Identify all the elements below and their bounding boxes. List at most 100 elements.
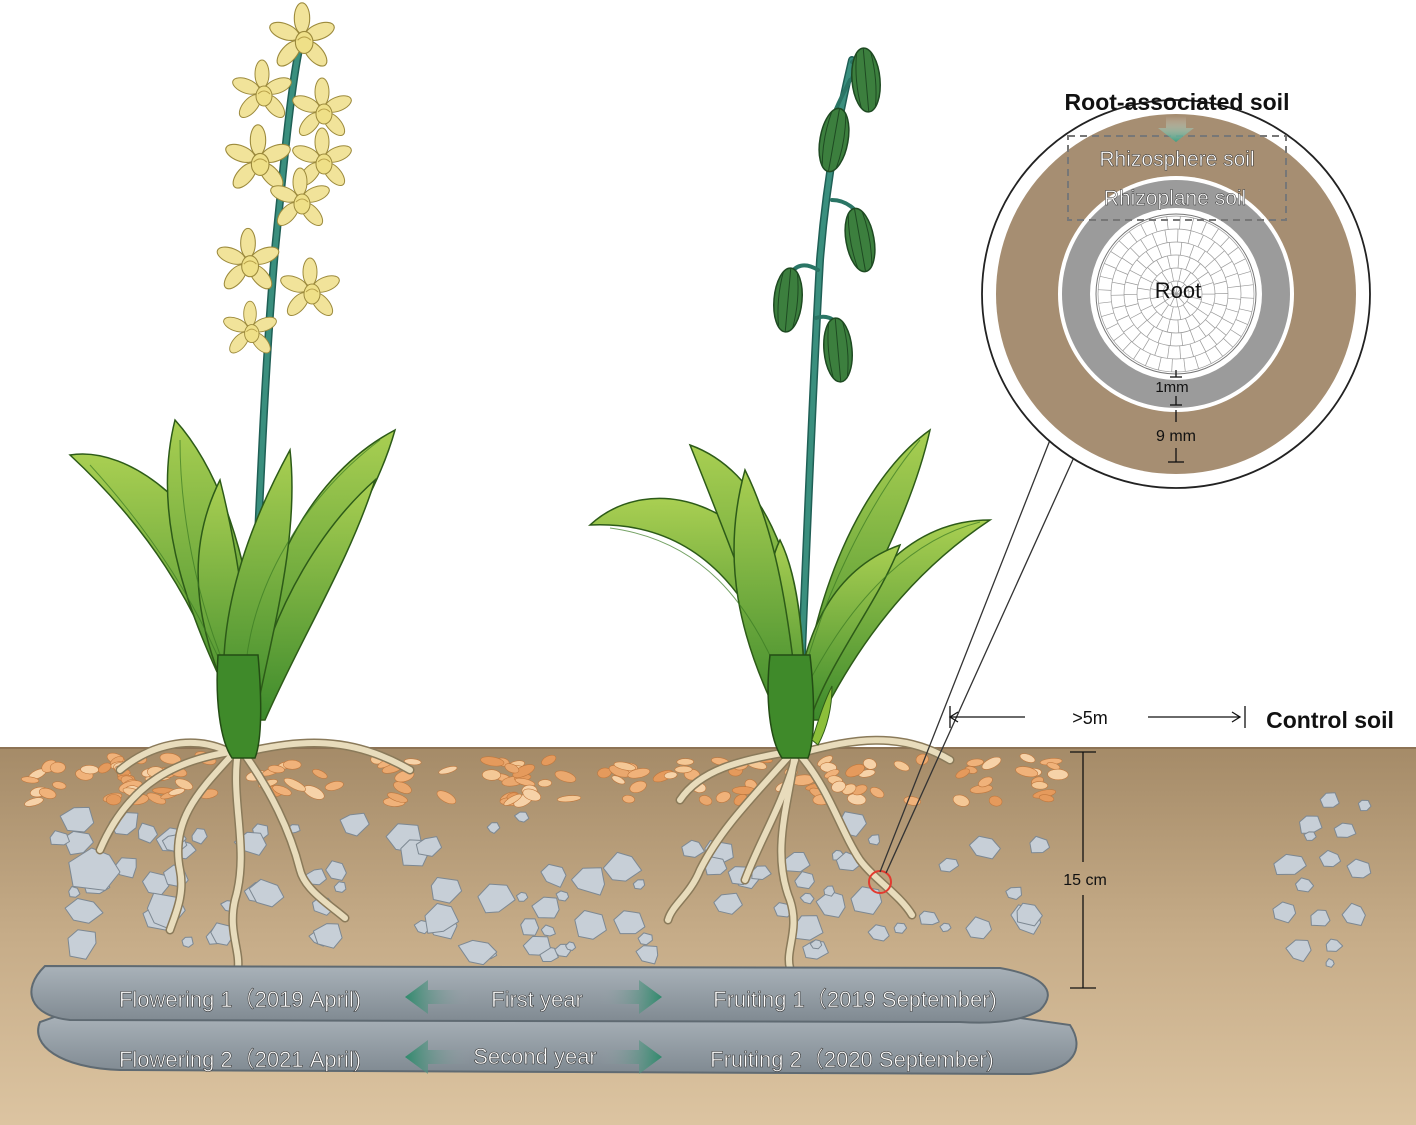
distance-label: >5m (1072, 708, 1108, 728)
pebble (574, 910, 607, 940)
litter-piece (272, 785, 292, 796)
orchid-flower (216, 227, 280, 290)
depth-indicator (1070, 751, 1096, 989)
flowering-2-label: Flowering 2（2021 April) (119, 1047, 361, 1072)
pebble (681, 839, 705, 858)
timeline-rock-bars (30, 964, 1078, 1076)
pebble (1325, 938, 1344, 952)
seed-pod (823, 317, 853, 383)
pebble (137, 822, 158, 844)
pebble (815, 890, 846, 918)
litter-piece (698, 795, 713, 806)
litter-piece (627, 768, 651, 779)
control-soil-label: Control soil (1266, 707, 1394, 733)
fruiting-1-label: Fruiting 1（2019 September) (713, 987, 997, 1012)
pebble (49, 830, 70, 846)
litter-piece (863, 758, 877, 770)
litter-piece (324, 781, 344, 791)
outer-thickness-label: 9 mm (1156, 428, 1196, 445)
litter-piece (503, 793, 522, 806)
litter-piece (952, 794, 970, 807)
pebble (457, 939, 498, 966)
litter-piece (629, 780, 647, 793)
litter-piece (676, 758, 694, 766)
litter-piece (981, 756, 1002, 770)
orchid-flower (232, 59, 292, 119)
arrow-right-row1 (600, 980, 662, 1014)
litter-piece (1031, 781, 1048, 790)
pebble (1273, 853, 1307, 875)
pebble (68, 847, 121, 891)
pebble (867, 834, 880, 846)
leaf-litter-layer (21, 751, 1069, 808)
distance-indicator (948, 706, 1246, 728)
pebble (637, 932, 653, 946)
pebble (918, 910, 940, 926)
seed-pod (773, 267, 803, 333)
pebble (965, 916, 992, 940)
litter-piece (49, 761, 66, 774)
litter-piece (436, 790, 457, 805)
litter-piece (541, 754, 557, 766)
pebble (424, 903, 460, 934)
orchid-flower (223, 300, 277, 354)
litter-piece (1015, 766, 1039, 778)
orchid-flower (269, 2, 335, 67)
litter-piece (537, 779, 552, 788)
pebble (68, 886, 81, 898)
arrow-left-row1 (405, 980, 470, 1014)
pebble (1341, 902, 1366, 926)
litter-piece (283, 777, 306, 792)
root-associated-soil-title: Root-associated soil (1065, 89, 1290, 115)
litter-piece (168, 787, 185, 796)
litter-piece (674, 765, 693, 774)
pebble (794, 871, 815, 890)
pebble (59, 806, 95, 833)
pebble (1303, 831, 1317, 841)
orchid-flowers (216, 2, 352, 354)
litter-piece (438, 766, 458, 775)
plant-fruiting (587, 47, 993, 759)
litter-piece (393, 781, 412, 794)
litter-piece (1047, 768, 1069, 781)
litter-piece (512, 764, 535, 778)
root-label: Root (1155, 278, 1201, 303)
litter-piece (903, 796, 921, 806)
pebble (555, 890, 570, 902)
litter-piece (554, 770, 577, 783)
litter-piece (283, 759, 302, 770)
pebble (540, 863, 567, 888)
soil-pebbles (49, 792, 1372, 968)
litter-piece (312, 769, 328, 779)
pebble (1295, 877, 1315, 893)
litter-piece (663, 771, 678, 780)
pebble (635, 945, 659, 965)
litter-piece (480, 756, 505, 767)
pebble (938, 857, 960, 873)
litter-piece (38, 787, 57, 799)
second-year-label: Second year (473, 1044, 597, 1069)
litter-piece (146, 792, 166, 805)
depth-label: 15 cm (1063, 872, 1107, 889)
down-arrow-icon (1158, 116, 1194, 142)
litter-piece (978, 776, 993, 788)
pebble (1016, 902, 1043, 927)
pebble (333, 881, 347, 893)
litter-piece (557, 795, 582, 803)
litter-piece (387, 792, 408, 803)
pebble (191, 828, 208, 845)
plant-flowering (68, 2, 397, 759)
litter-piece (98, 762, 112, 774)
inner-thickness-label: 1mm (1155, 379, 1188, 396)
litter-piece (267, 765, 285, 774)
flowering-1-label: Flowering 1（2019 April) (119, 987, 361, 1012)
first-year-label: First year (491, 987, 583, 1012)
litter-piece (514, 777, 536, 787)
thickness-markers (1168, 370, 1184, 463)
seed-pod (851, 47, 881, 113)
timeline-labels: Flowering 1（2019 April) First year Fruit… (119, 987, 998, 1073)
pebble (968, 835, 1001, 860)
pebble (1333, 822, 1357, 838)
litter-piece (1046, 762, 1061, 770)
